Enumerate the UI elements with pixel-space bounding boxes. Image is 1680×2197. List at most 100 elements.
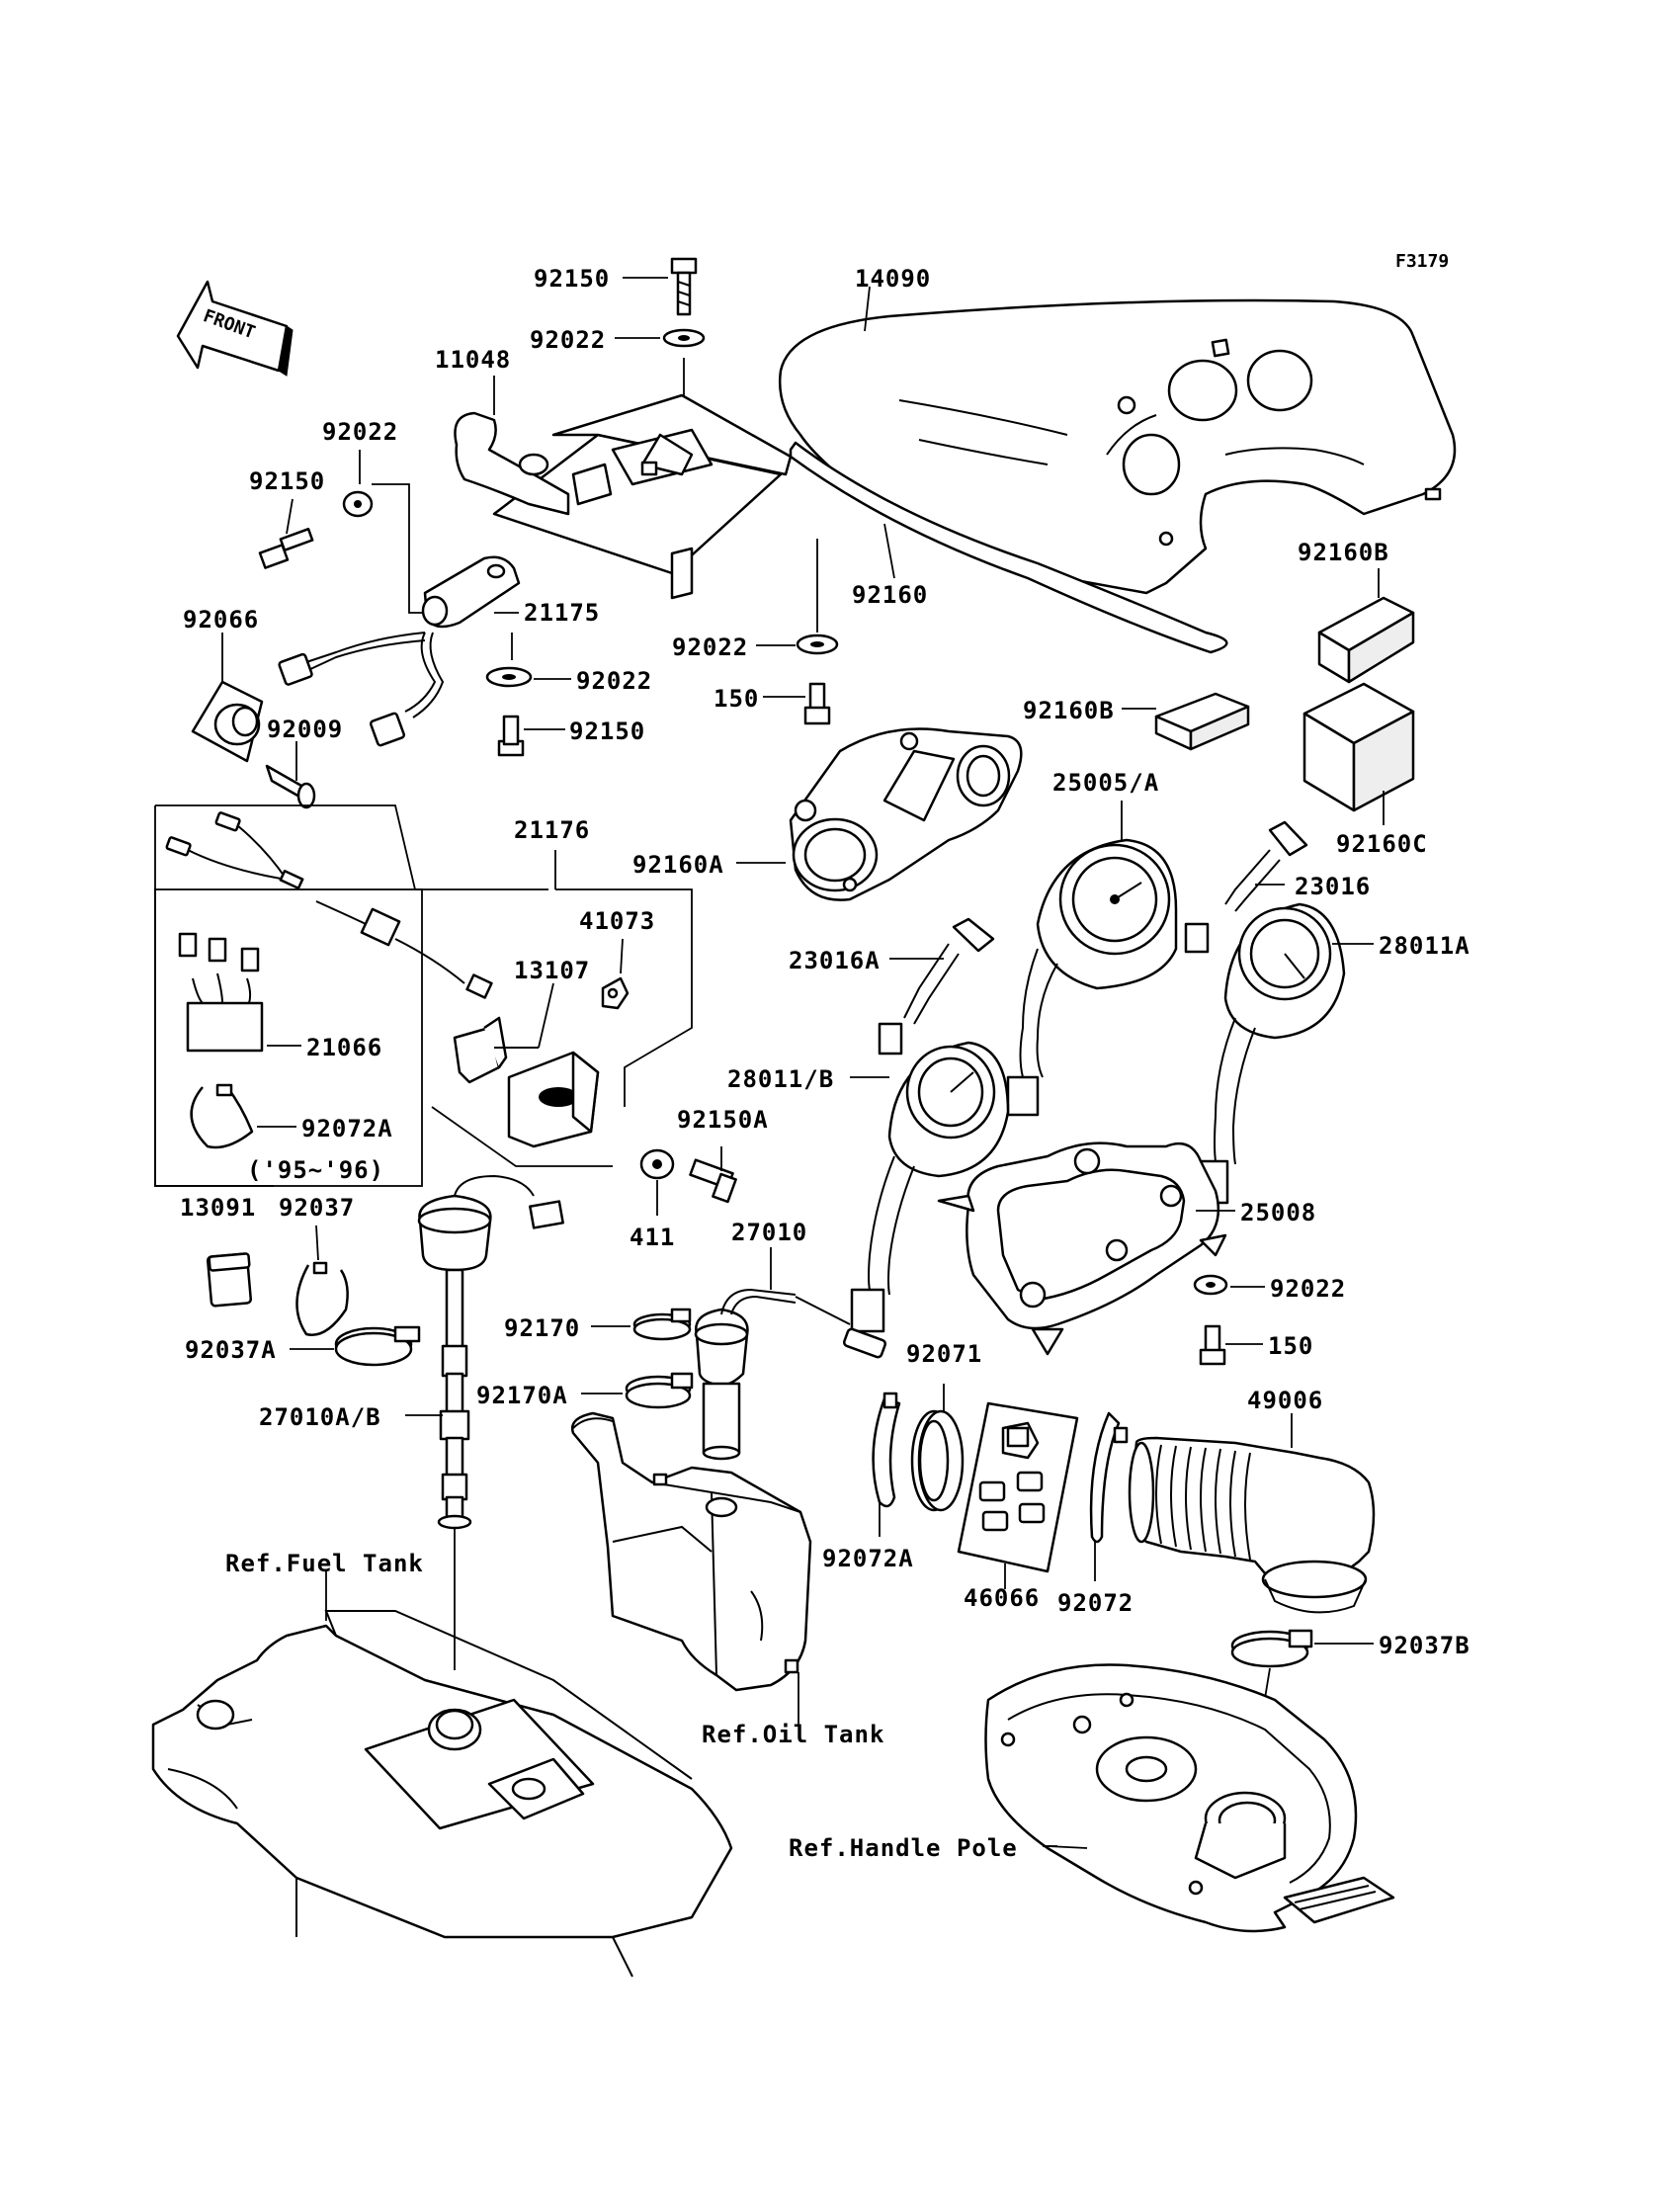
label-92170: 92170 — [504, 1314, 580, 1342]
bolt-150-right — [1199, 1324, 1226, 1366]
pad-92160B-center — [1154, 692, 1250, 751]
label-92022-top: 92022 — [530, 326, 606, 354]
label-21066: 21066 — [306, 1034, 382, 1061]
label-92022-right: 92022 — [1270, 1275, 1346, 1303]
clamp-92037B — [1230, 1629, 1313, 1668]
bolt-92150A — [689, 1158, 737, 1204]
label-92150A: 92150A — [677, 1106, 769, 1134]
cover-14090 — [779, 298, 1457, 595]
cap-13091 — [206, 1252, 253, 1308]
fuel-sender-27010AB — [417, 1174, 564, 1530]
label-25008: 25008 — [1240, 1199, 1316, 1226]
label-92072A-left: 92072A — [301, 1115, 393, 1142]
label-150-right: 150 — [1268, 1332, 1313, 1360]
gauge-28011B — [850, 1041, 1010, 1333]
label-92150-top: 92150 — [534, 265, 610, 293]
label-150-center: 150 — [714, 685, 759, 713]
washer-92022-top — [662, 328, 706, 348]
label-41073: 41073 — [579, 907, 655, 935]
pad-92160B-right — [1317, 596, 1415, 684]
pad-92160C — [1302, 682, 1415, 812]
ring-92071 — [910, 1409, 965, 1512]
cover-box — [507, 1051, 600, 1148]
gasket-25008 — [937, 1141, 1227, 1356]
bolt-92150-left — [258, 527, 314, 569]
bolt-92150-top — [670, 257, 698, 316]
label-14090: 14090 — [855, 265, 931, 293]
clip-11048 — [454, 411, 570, 516]
washer-92022-left — [342, 490, 374, 518]
bulb-23016A — [878, 917, 995, 1056]
clamp-92170 — [632, 1308, 692, 1341]
band-92072A-left — [190, 1083, 254, 1149]
label-92160: 92160 — [852, 581, 928, 609]
label-92037: 92037 — [279, 1194, 355, 1222]
label-27010AB: 27010A/B — [259, 1403, 381, 1431]
inner-box-95-96 — [154, 888, 423, 1187]
band-92037 — [295, 1261, 349, 1336]
grommet-92066 — [191, 680, 264, 763]
label-11048: 11048 — [435, 346, 511, 374]
washer-411 — [639, 1148, 675, 1180]
clamp-92170A — [625, 1372, 694, 1409]
label-92160B-center: 92160B — [1023, 697, 1115, 724]
label-92150-left: 92150 — [249, 467, 325, 495]
oil-tank-ref — [570, 1411, 812, 1692]
gauge-28011A — [1194, 902, 1346, 1205]
band-92072A-center — [872, 1392, 901, 1508]
oil-sender-27010 — [694, 1288, 886, 1461]
label-92022-mid: 92022 — [576, 667, 652, 695]
label-92066: 92066 — [183, 606, 259, 634]
seal-strip-92160 — [789, 441, 1228, 654]
label-92160B-right: 92160B — [1298, 539, 1389, 566]
label-49006: 49006 — [1247, 1387, 1323, 1414]
label-92150-mid: 92150 — [569, 718, 645, 745]
ref-handle-pole: Ref.Handle Pole — [789, 1834, 1018, 1862]
label-92037A: 92037A — [185, 1336, 277, 1364]
label-46066: 46066 — [964, 1584, 1040, 1612]
washer-92022-mid — [485, 666, 533, 688]
label-92071: 92071 — [906, 1340, 982, 1368]
label-92037B: 92037B — [1379, 1632, 1470, 1659]
clip-41073 — [601, 976, 630, 1010]
label-92022-center: 92022 — [672, 634, 748, 661]
coil-21175 — [278, 555, 521, 747]
fuel-tank-ref — [151, 1610, 733, 1978]
label-23016A: 23016A — [789, 947, 881, 974]
label-28011B: 28011/B — [727, 1065, 834, 1093]
gauge-25005 — [1006, 838, 1178, 1117]
gauge-housing-92160A — [789, 727, 1023, 901]
years-label: ('95~'96) — [247, 1156, 384, 1184]
ref-fuel-tank: Ref.Fuel Tank — [225, 1550, 424, 1577]
ref-oil-tank: Ref.Oil Tank — [702, 1721, 884, 1748]
label-23016: 23016 — [1295, 873, 1371, 900]
label-92009: 92009 — [267, 716, 343, 743]
wire-21176 — [165, 811, 493, 999]
bolt-92150-mid — [497, 715, 525, 757]
handle-pole-ref — [984, 1663, 1395, 1933]
label-92022-left: 92022 — [322, 418, 398, 446]
front-arrow-icon: FRONT — [176, 280, 294, 377]
figure-code: F3179 — [1395, 251, 1449, 272]
label-92160C: 92160C — [1336, 830, 1428, 858]
clamp-92037A — [334, 1325, 421, 1367]
bulb-23016 — [1184, 820, 1308, 954]
washer-92022-center — [796, 634, 839, 655]
label-25005A: 25005/A — [1052, 769, 1159, 797]
label-21175: 21175 — [524, 599, 600, 627]
label-13107: 13107 — [514, 957, 590, 984]
rectifier-21066 — [178, 932, 264, 1053]
label-21176: 21176 — [514, 816, 590, 844]
relay-13107 — [453, 1016, 539, 1084]
label-28011A: 28011A — [1379, 932, 1470, 960]
bracket-plate — [492, 393, 793, 600]
label-27010: 27010 — [731, 1219, 807, 1246]
label-92072: 92072 — [1057, 1589, 1134, 1617]
bellows-49006 — [1128, 1436, 1376, 1614]
screw-92009 — [265, 764, 316, 809]
label-13091: 13091 — [180, 1194, 256, 1222]
label-92160A: 92160A — [632, 851, 724, 879]
label-92072A-center: 92072A — [822, 1545, 914, 1572]
label-411: 411 — [630, 1224, 675, 1251]
